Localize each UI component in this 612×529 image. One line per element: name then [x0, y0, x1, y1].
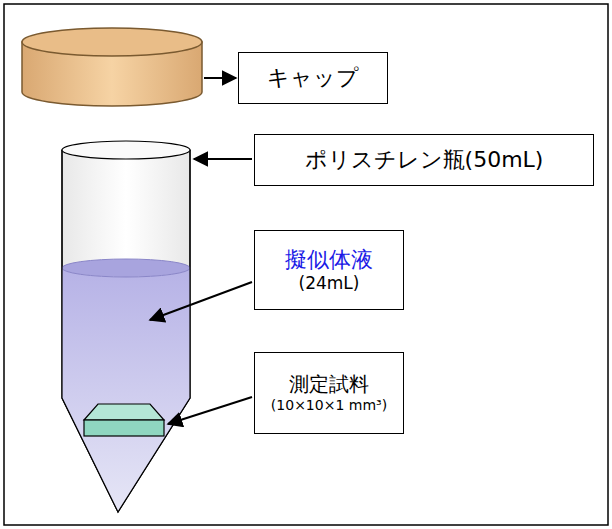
- sample-label: 測定試料(10×10×1 mm³): [254, 352, 404, 434]
- cap: [22, 28, 202, 106]
- leader-arrows: [150, 78, 252, 424]
- label-text: ポリスチレン瓶(50mL): [305, 146, 544, 174]
- measurement-sample: [84, 404, 164, 436]
- fluid-label: 擬似体液(24mL): [254, 230, 404, 310]
- label-subtext: (10×10×1 mm³): [271, 397, 387, 415]
- label-text: 測定試料: [289, 372, 369, 397]
- label-text: キャップ: [267, 64, 359, 92]
- label-text: 擬似体液: [285, 246, 373, 274]
- frame: [4, 4, 608, 525]
- cap-label: キャップ: [238, 52, 388, 104]
- polystyrene-bottle: [62, 141, 190, 512]
- bottle-label: ポリスチレン瓶(50mL): [254, 134, 594, 186]
- label-subtext: (24mL): [299, 273, 360, 294]
